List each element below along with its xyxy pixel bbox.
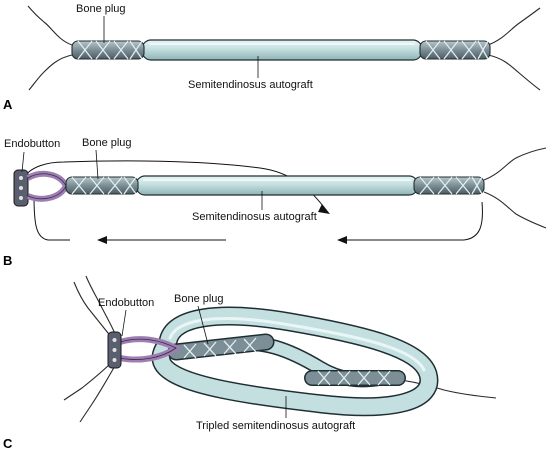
- panel-letter-a: A: [3, 97, 13, 112]
- suture-c-lower-left-2: [79, 363, 117, 423]
- leader-c-bone-plug: [197, 305, 209, 345]
- suture-a-left-lower: [28, 54, 73, 91]
- arrow-b-right: [337, 201, 483, 244]
- label-c-bone-plug: Bone plug: [174, 293, 224, 305]
- bone-plug-c-right: [304, 370, 406, 386]
- suture-a-right-upper: [487, 7, 541, 46]
- graft-b-body: [135, 175, 419, 196]
- bone-plug-a-right: [419, 40, 491, 60]
- suture-a-right-lower: [487, 54, 541, 91]
- panel-letter-b: B: [3, 253, 13, 268]
- suture-c-right: [399, 379, 497, 399]
- bone-plug-c-left: [167, 333, 275, 361]
- panel-b-figure: [13, 147, 547, 244]
- label-b-graft: Semitendinosus autograft: [192, 211, 317, 223]
- endobutton-b: [13, 169, 70, 207]
- label-c-graft: Tripled semitendinosus autograft: [196, 420, 356, 432]
- label-a-graft: Semitendinosus autograft: [188, 79, 313, 91]
- suture-c-upper-left-1: [73, 281, 113, 339]
- label-b-endobutton: Endobutton: [4, 138, 61, 150]
- suture-b-lower-return: [33, 195, 70, 241]
- panel-letter-c: C: [3, 436, 13, 451]
- panel-a-figure: [27, 5, 541, 91]
- bone-plug-a-left: [71, 40, 145, 60]
- endobutton-c: [107, 331, 182, 369]
- panel-c-figure: [63, 275, 497, 423]
- suture-c-upper-left-2: [85, 275, 117, 337]
- leader-b-bone-plug: [95, 149, 99, 180]
- bone-plug-b-left: [65, 176, 139, 195]
- label-c-endobutton: Endobutton: [98, 297, 155, 309]
- bone-plug-b-right: [413, 176, 485, 195]
- suture-b-right-lower: [483, 191, 547, 229]
- suture-b-right-upper: [483, 147, 547, 181]
- suture-c-lower-left-1: [63, 361, 113, 401]
- leader-b-endobutton: [21, 151, 25, 173]
- label-b-bone-plug: Bone plug: [82, 137, 132, 149]
- suture-a-left-upper: [27, 5, 73, 46]
- label-a-bone-plug: Bone plug: [76, 3, 126, 15]
- leader-c-endobutton: [121, 309, 127, 337]
